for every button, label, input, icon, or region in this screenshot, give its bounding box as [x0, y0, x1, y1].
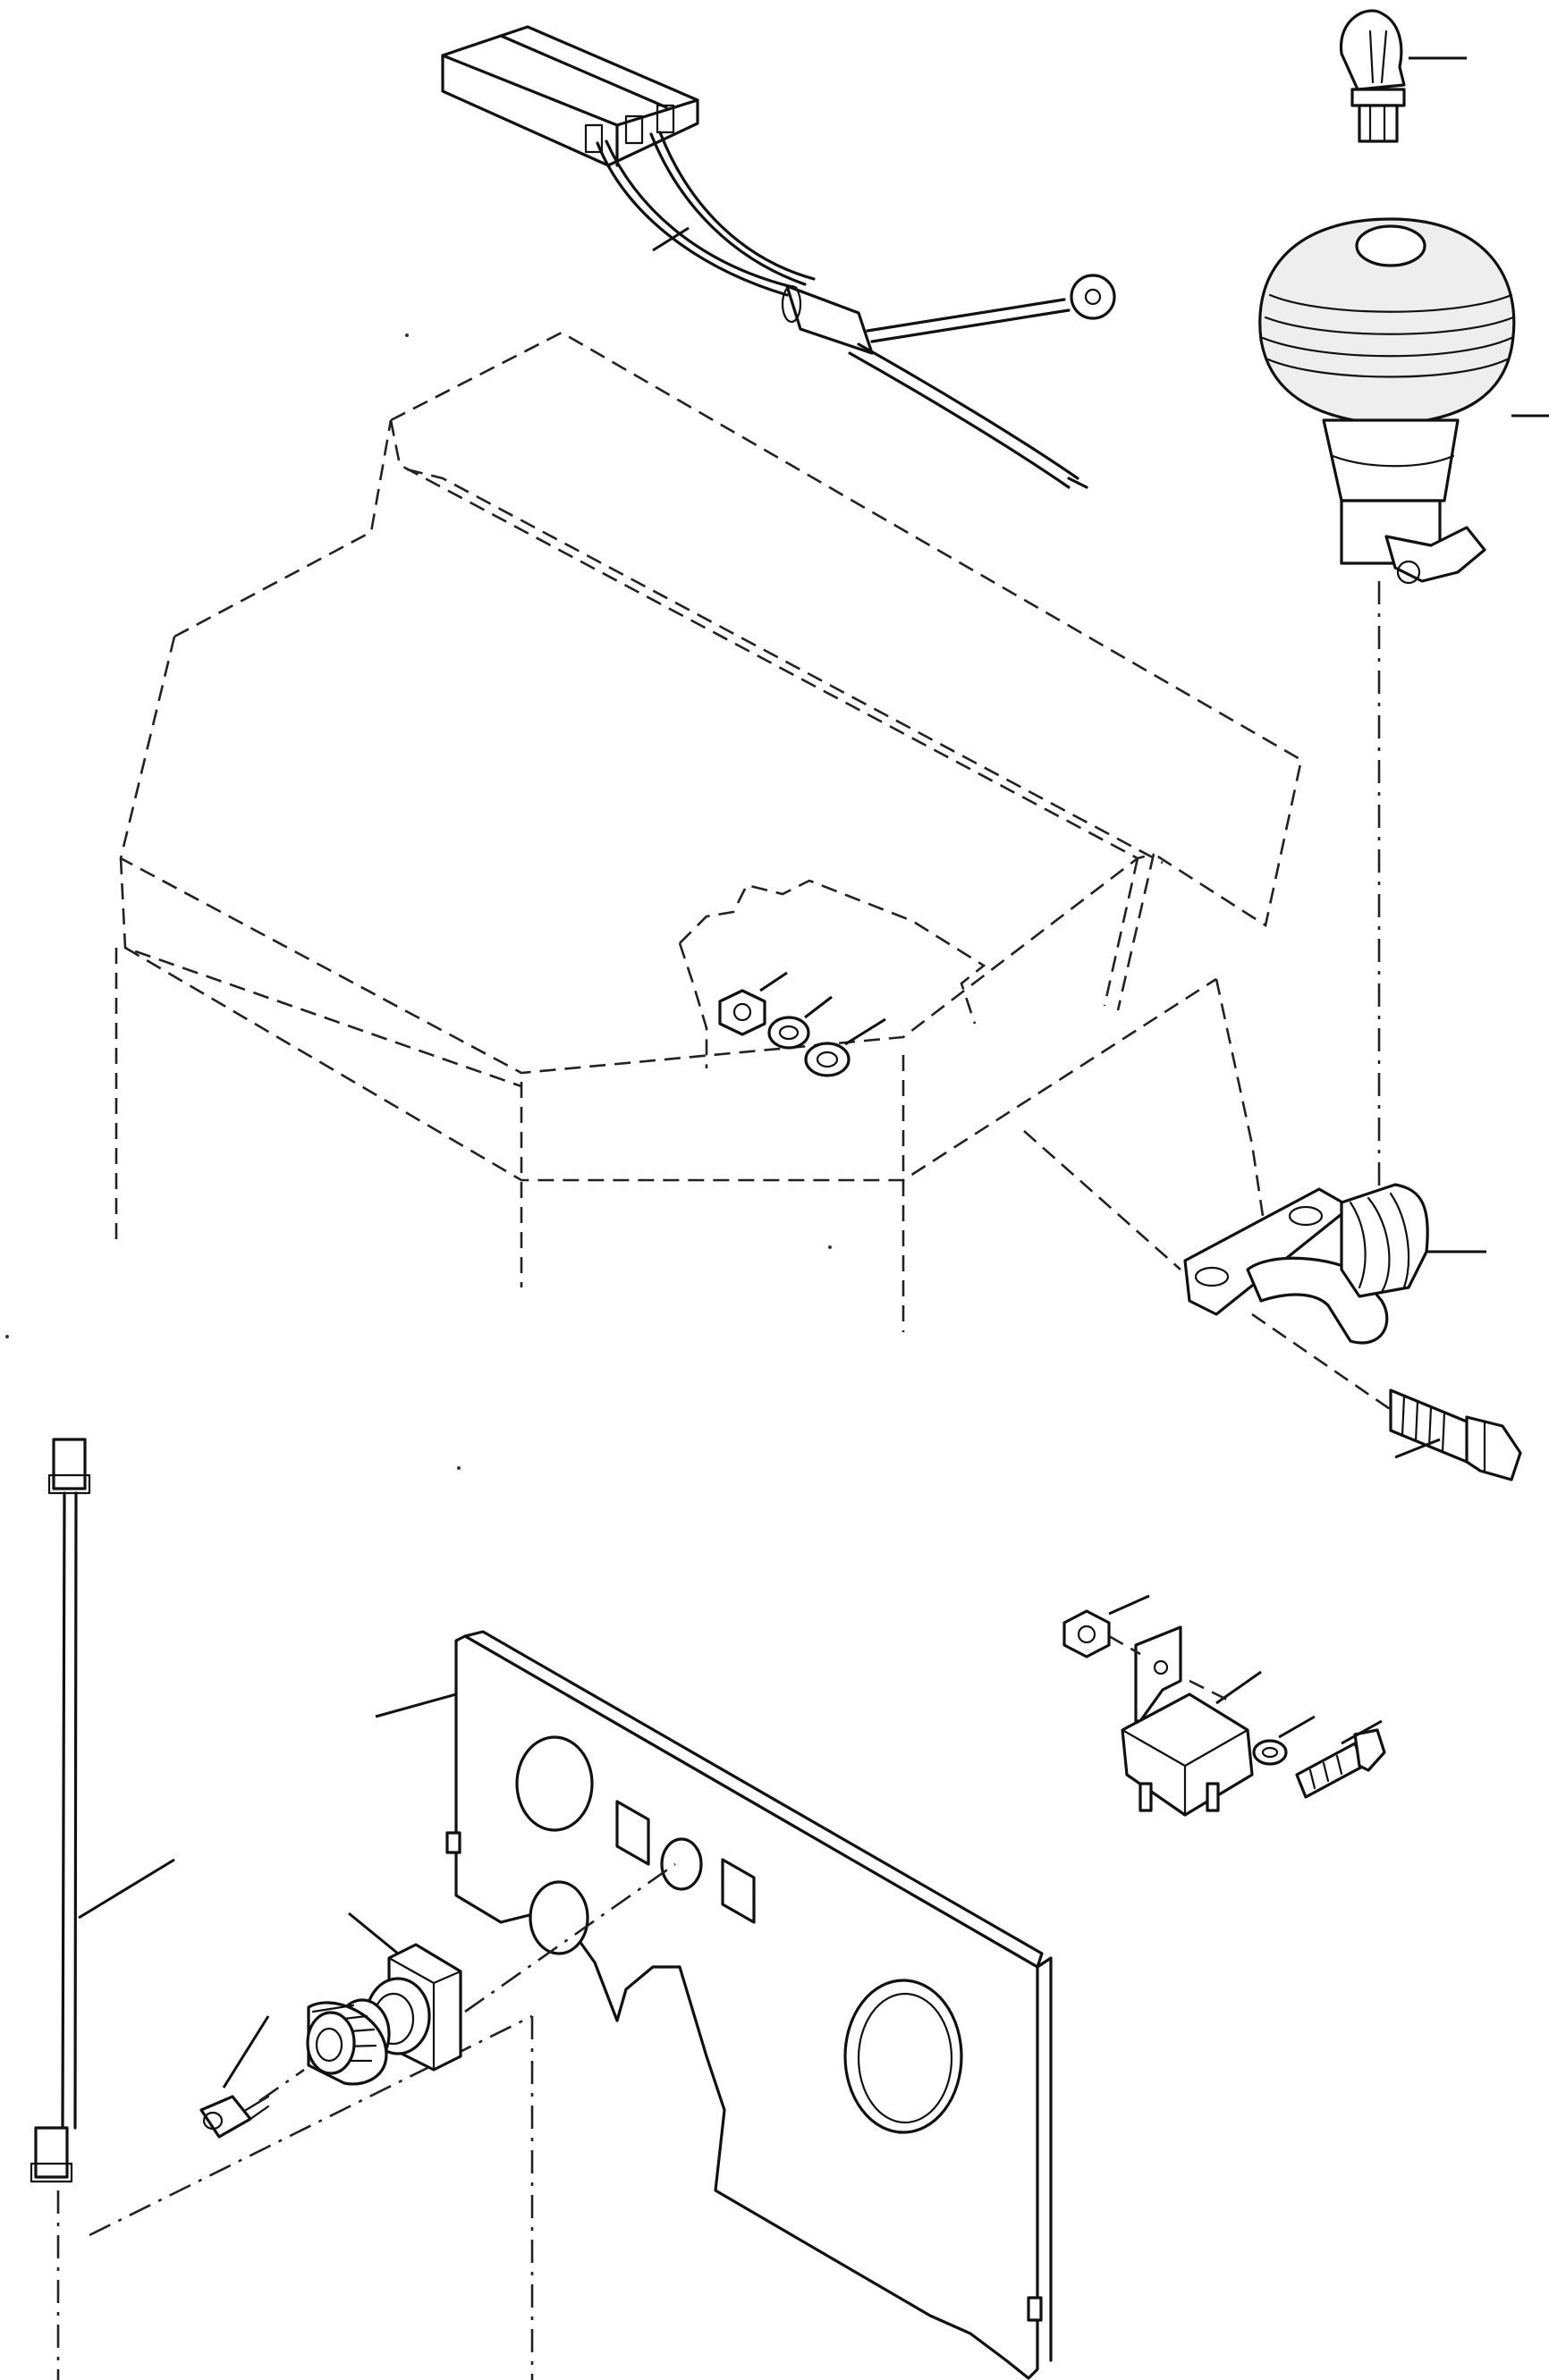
- terminal-icon: [199, 2015, 305, 2139]
- relay-icon: [1062, 1594, 1386, 1817]
- switch-icon: [306, 1912, 462, 2086]
- switch-axis: [464, 1862, 676, 2013]
- bolt-axis-lower: [1251, 1312, 1396, 1414]
- scan-dot: [828, 1245, 832, 1249]
- nut-washer-icon: [718, 971, 886, 1077]
- cable-icon: [30, 1438, 175, 2380]
- scan-dot: [457, 1466, 461, 1470]
- bolt-icon: [1389, 1388, 1522, 1481]
- wiring-harness-icon: [441, 25, 1116, 489]
- scan-dot: [405, 333, 409, 337]
- bulb-icon: [1340, 9, 1467, 143]
- panel-icon: [375, 1630, 1053, 2380]
- beacon-icon: [1258, 217, 1549, 585]
- bracket-icon: [1183, 1183, 1486, 1345]
- cab-outline-icon: [114, 331, 1303, 1332]
- scan-dot: [5, 1335, 9, 1338]
- bolt-axis-upper: [1023, 1130, 1181, 1270]
